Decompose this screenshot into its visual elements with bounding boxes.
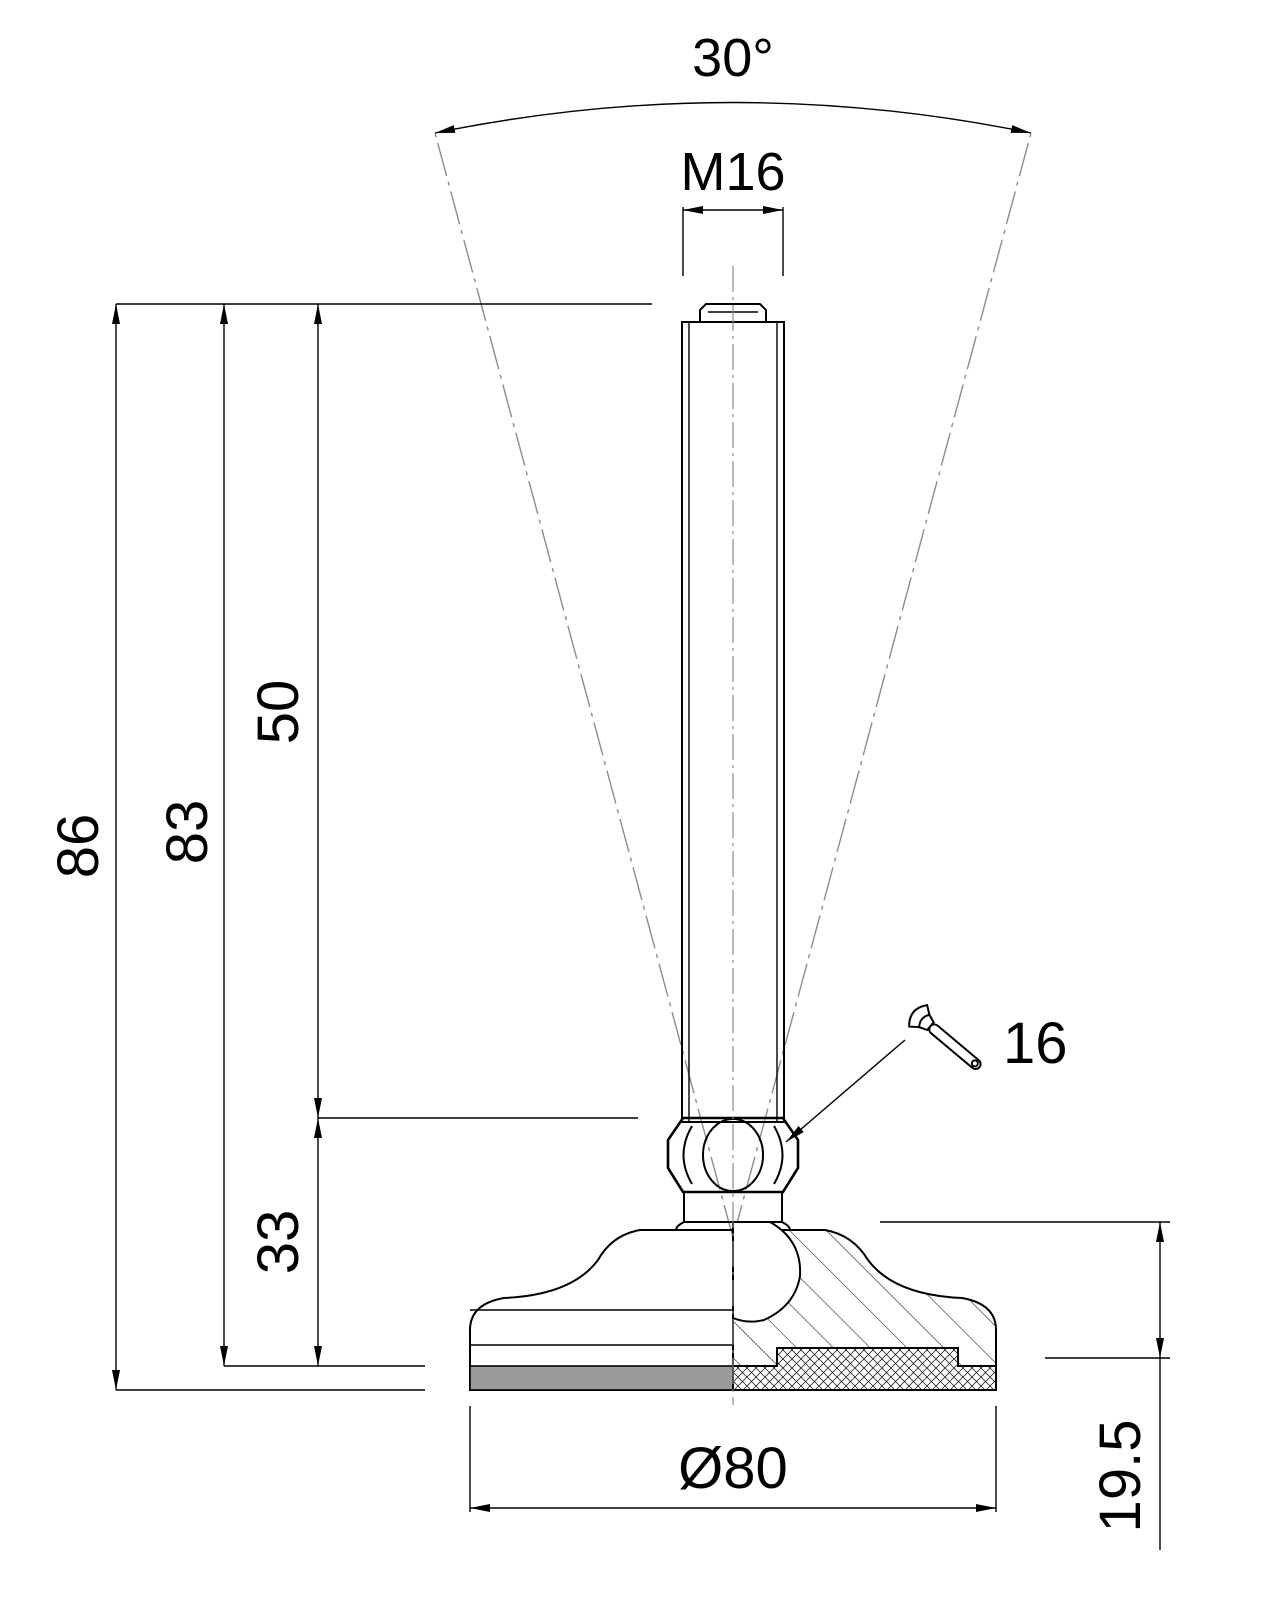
thread-length-label: 50 xyxy=(246,680,311,745)
thread-dimension: M16 xyxy=(680,142,786,276)
pad-left xyxy=(469,1365,734,1391)
wrench-icon xyxy=(908,1003,982,1071)
wrench-callout: 16 xyxy=(785,1003,1068,1143)
dimension-foot-height: 19.5 xyxy=(880,1221,1170,1550)
ball-socket xyxy=(732,1221,802,1323)
foot-height-label: 19.5 xyxy=(1088,1420,1153,1533)
angle-ray-left xyxy=(434,132,734,1239)
wrench-size-label: 16 xyxy=(1003,1011,1068,1076)
angle-label: 30° xyxy=(692,28,774,88)
dimension-total-height: 86 xyxy=(46,303,652,1391)
wrench-leader xyxy=(785,1039,906,1143)
dimension-thread-length: 50 xyxy=(246,304,638,1119)
base-height-label: 33 xyxy=(246,1210,311,1275)
diameter-label: Ø80 xyxy=(678,1436,788,1501)
angle-ray-right xyxy=(732,132,1032,1239)
thread-label: M16 xyxy=(680,142,785,202)
dimension-diameter: Ø80 xyxy=(469,1406,997,1512)
angle-dimension: 30° xyxy=(434,28,1032,1239)
dimension-height-to-pad: 83 xyxy=(155,304,425,1367)
total-height-label: 86 xyxy=(46,814,111,879)
dimension-base-height: 33 xyxy=(246,1118,322,1366)
base-section-right xyxy=(732,1221,997,1391)
pad-right xyxy=(732,1347,997,1391)
angle-arc xyxy=(434,101,1032,134)
height-to-pad-label: 83 xyxy=(155,800,220,865)
base-outline-left xyxy=(469,1229,734,1391)
